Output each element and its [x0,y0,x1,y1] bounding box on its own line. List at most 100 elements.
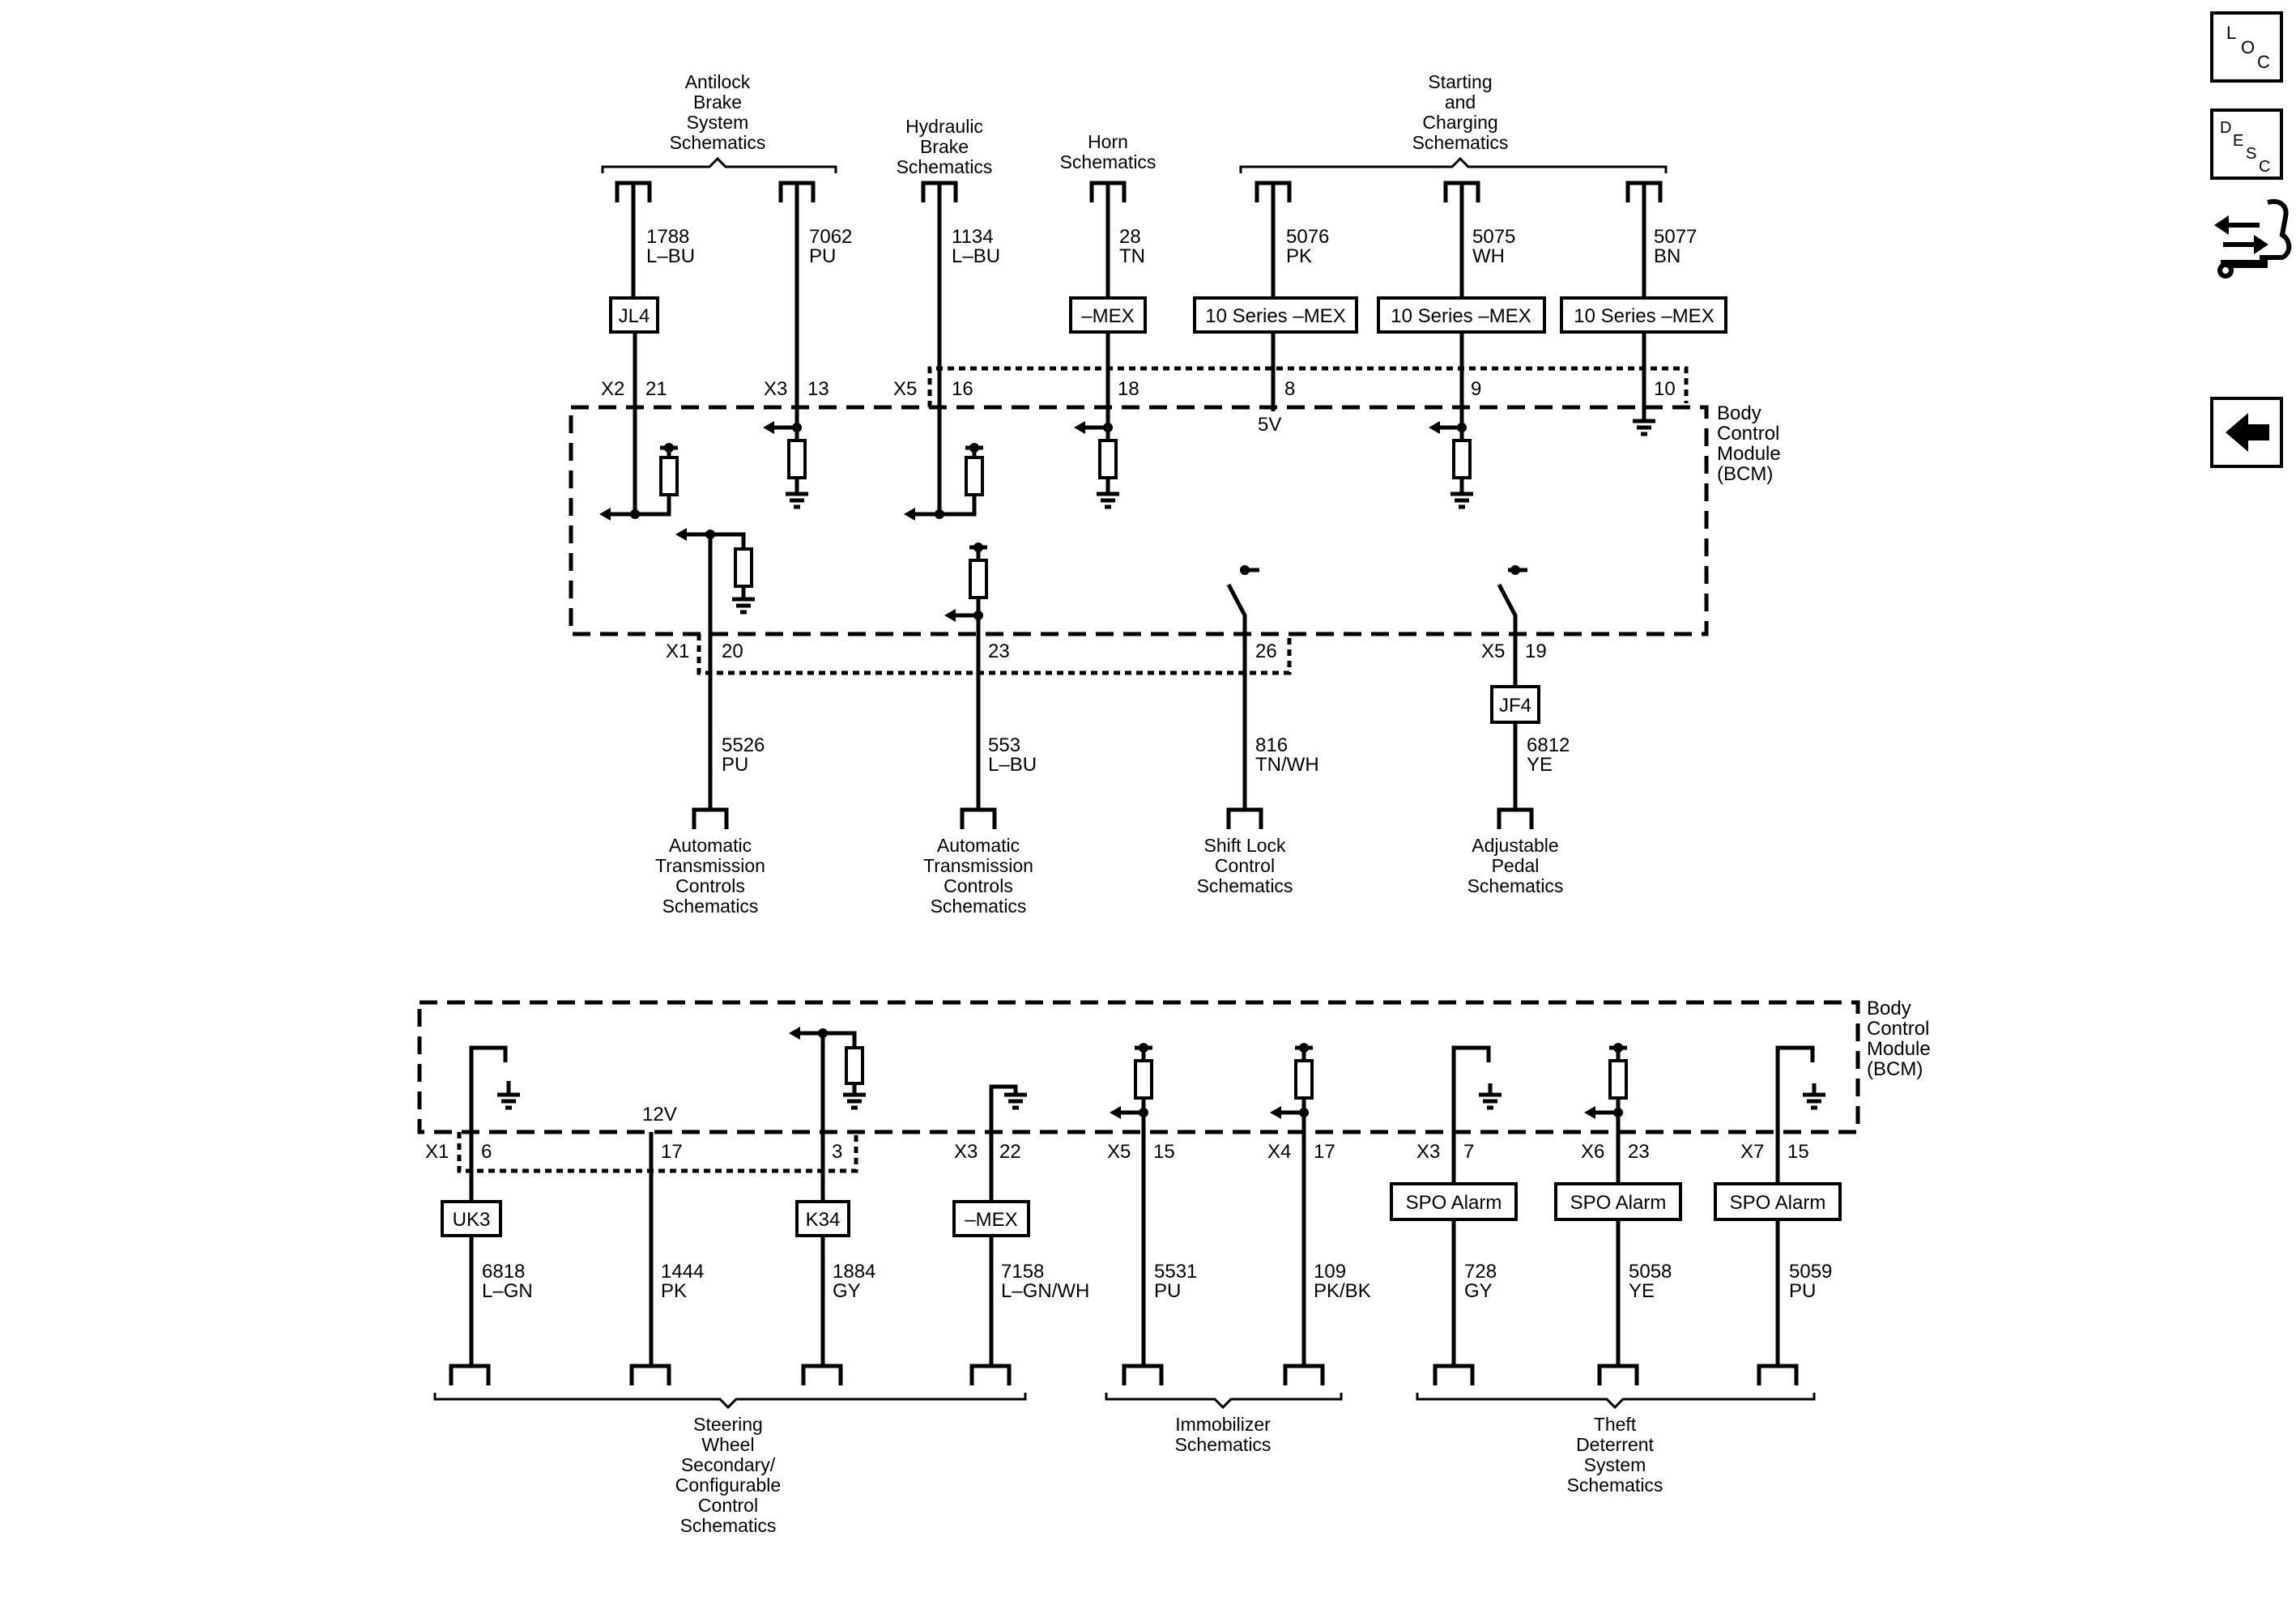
wires-bottom [469,1132,1780,1366]
voltage-label-5v: 5V [1258,414,1281,436]
connector-repair-icon[interactable] [2214,199,2292,279]
wire-color: PK [661,1280,687,1302]
wire-color: BN [1654,245,1680,267]
component-box-mex-bottom: –MEX [952,1200,1030,1237]
bcm-boundary-bottom [417,1000,1860,1134]
circuit-number: 1884 [833,1261,875,1283]
wire-color: L–BU [952,245,1000,267]
brace-steering-wheel [433,1393,1027,1410]
desc-icon[interactable]: D E S C [2210,109,2283,180]
wire-color: L–GN [482,1280,533,1302]
circuit-number: 1444 [661,1261,704,1283]
loc-letter: L [2226,23,2236,43]
back-arrow-icon[interactable] [2210,397,2283,468]
wire-color: L–BU [988,754,1037,776]
connector-symbols-top [615,181,1663,202]
connector-label: X1 [425,1141,449,1163]
box-label-spo-alarm-1: SPO Alarm [1406,1192,1502,1214]
circuit-number: 5531 [1154,1261,1197,1283]
bottom-circuit-labels: 6818 L–GN 1444 PK 1884 GY 7158 L–GN/WH 5… [482,1261,1832,1302]
pin-number: 17 [661,1141,683,1163]
circuit-number: 553 [988,734,1020,756]
wires-top-lower [708,634,1518,810]
loc-letter: O [2241,37,2255,57]
box-label-spo-alarm-3: SPO Alarm [1730,1192,1826,1214]
pin-number: 7 [1463,1141,1474,1163]
component-box-spo-alarm-2: SPO Alarm [1554,1182,1682,1221]
pin-number: 9 [1471,378,1481,400]
bottom-pin-labels: X1 6 17 3 X3 22 X5 15 X4 17 X3 7 X6 23 X… [425,1141,1809,1163]
circuit-number: 728 [1464,1261,1497,1283]
pin-number: 23 [988,640,1010,662]
wire-color: WH [1472,245,1505,267]
component-box-spo-alarm-1: SPO Alarm [1390,1182,1518,1221]
desc-letter: S [2246,145,2256,163]
x1-connector-boundary-bottom [457,1132,858,1173]
wire-color: PU [1154,1280,1181,1302]
circuit-number: 1134 [952,226,994,248]
box-label-mex-horn: –MEX [1081,305,1134,327]
circuit-number: 109 [1314,1261,1346,1283]
connector-label: X3 [1416,1141,1440,1163]
component-box-mex-horn: –MEX [1069,296,1147,334]
lower-circuit-labels: 5526 PU 553 L–BU 816 TN/WH 6812 YE [722,734,1570,776]
wires-top [631,183,1646,514]
bcm-internal-bottom [469,1027,1825,1132]
component-box-10series-mex-1: 10 Series –MEX [1193,296,1358,334]
component-box-10series-mex-3: 10 Series –MEX [1560,296,1727,334]
loc-letter: C [2257,52,2270,72]
box-label-10series-mex-1: 10 Series –MEX [1205,305,1345,327]
pin-number: 6 [481,1141,492,1163]
wire-color: PK/BK [1314,1280,1371,1302]
lower-pin-labels: X1 20 23 26 X5 19 [666,640,1547,662]
upper-circuit-labels: 1788 L–BU 7062 PU 1134 L–BU 28 TN 5076 P… [646,226,1697,267]
box-label-jl4: JL4 [619,305,650,327]
pin-number: 20 [722,640,743,662]
pin-number: 13 [807,378,829,400]
connector-symbols-top-lower [692,807,1534,829]
pin-number: 10 [1654,378,1676,400]
wire-color: PK [1286,245,1312,267]
wire-color: GY [1464,1280,1493,1302]
pin-number: 15 [1153,1141,1175,1163]
circuit-number: 1788 [646,226,689,248]
box-label-spo-alarm-2: SPO Alarm [1570,1192,1667,1214]
pin-number: 19 [1525,640,1547,662]
circuit-number: 5077 [1654,226,1697,248]
x1-connector-boundary [696,634,1292,675]
box-label-10series-mex-2: 10 Series –MEX [1391,305,1531,327]
box-label-mex-bottom: –MEX [965,1209,1017,1231]
brace-starting-charging [1239,156,1668,173]
circuit-number: 6818 [482,1261,525,1283]
pin-number: 16 [952,378,973,400]
voltage-label-12v: 12V [642,1104,677,1126]
pin-number: 23 [1628,1141,1650,1163]
circuit-number: 7158 [1001,1261,1044,1283]
connector-label: X5 [1481,640,1505,662]
circuit-number: 5075 [1472,226,1515,248]
connector-label: X1 [666,640,689,662]
connector-symbols-bottom [449,1364,1799,1385]
connector-label: X3 [954,1141,978,1163]
wire-color: TN [1119,245,1145,267]
brace-theft-deterrent [1416,1393,1816,1410]
circuit-number: 5076 [1286,226,1329,248]
desc-letter: D [2220,119,2231,137]
loc-icon[interactable]: L O C [2210,11,2283,83]
wire-color: GY [833,1280,861,1302]
pin-number: 26 [1255,640,1277,662]
box-label-10series-mex-3: 10 Series –MEX [1574,305,1714,327]
